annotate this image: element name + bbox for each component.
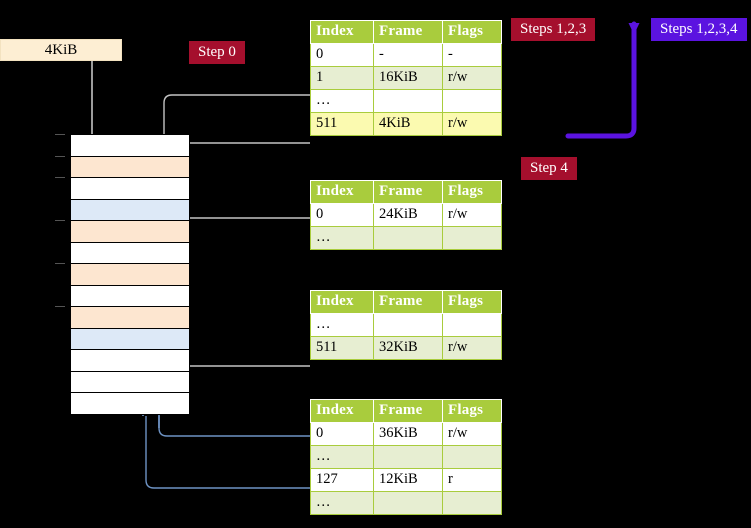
memory-row-2 bbox=[70, 177, 190, 200]
steps-1234-badge: Steps 1,2,3,4 bbox=[651, 18, 747, 41]
page-table-level-1-r2-c0: … bbox=[310, 89, 374, 113]
page-table-level-2-r0-c0: 0 bbox=[310, 203, 374, 227]
page-table-level-1-header-flags: Flags bbox=[442, 20, 502, 44]
page-table-level-1-r1-c0: 1 bbox=[310, 66, 374, 90]
page-table-level-1-r0-c2: - bbox=[442, 43, 502, 67]
page-table-level-1-r3-c1: 4KiB bbox=[373, 112, 443, 136]
page-table-level-2-r0-c2: r/w bbox=[442, 203, 502, 227]
page-table-level-3-header-flags: Flags bbox=[442, 290, 502, 314]
memory-row-4 bbox=[70, 220, 190, 243]
page-table-level-2-header-frame: Frame bbox=[373, 180, 443, 204]
page-table-level-3-header-frame: Frame bbox=[373, 290, 443, 314]
step-4-badge-label: Step 4 bbox=[530, 160, 568, 176]
page-table-level-4-r2-c1: 12KiB bbox=[373, 468, 443, 492]
table-row: … bbox=[310, 491, 502, 515]
page-table-level-4-header-flags: Flags bbox=[442, 399, 502, 423]
page-table-level-4-header-index: Index bbox=[310, 399, 374, 423]
memory-row-0 bbox=[70, 134, 190, 157]
page-table-level-4-r1-c0: … bbox=[310, 445, 374, 469]
page-table-level-1-header-frame: Frame bbox=[373, 20, 443, 44]
page-table-level-4-r0-c1: 36KiB bbox=[373, 422, 443, 446]
memory-tick-1 bbox=[55, 155, 65, 157]
page-table-level-3-r1-c1: 32KiB bbox=[373, 336, 443, 360]
page-table-level-3-r1-c2: r/w bbox=[442, 336, 502, 360]
memory-row-5 bbox=[70, 241, 190, 264]
memory-row-11 bbox=[70, 370, 190, 393]
page-table-level-4-r1-c1 bbox=[373, 445, 443, 469]
memory-row-3 bbox=[70, 198, 190, 221]
memory-row-8 bbox=[70, 306, 190, 329]
table-row: … bbox=[310, 445, 502, 469]
page-table-level-2-r1-c1 bbox=[373, 226, 443, 250]
steps-123-badge: Steps 1,2,3 bbox=[511, 18, 596, 41]
memory-size-label-text: 4KiB bbox=[44, 42, 78, 58]
memory-row-10 bbox=[70, 349, 190, 372]
memory-tick-4 bbox=[55, 220, 65, 221]
page-table-level-2-r1-c2 bbox=[442, 226, 502, 250]
memory-tick-0 bbox=[55, 134, 65, 135]
memory-row-6 bbox=[70, 263, 190, 286]
step-4-badge: Step 4 bbox=[521, 157, 577, 180]
step-0-badge-label: Step 0 bbox=[198, 44, 236, 60]
memory-column bbox=[55, 134, 190, 416]
memory-row-12 bbox=[70, 392, 190, 415]
page-table-level-3-r0-c0: … bbox=[310, 313, 374, 337]
memory-row-7 bbox=[70, 284, 190, 307]
page-table-level-4-r3-c0: … bbox=[310, 491, 374, 515]
page-table-level-4-r3-c1 bbox=[373, 491, 443, 515]
step-0-badge: Step 0 bbox=[189, 41, 245, 64]
page-table-level-3-r1-c0: 511 bbox=[310, 336, 374, 360]
page-table-level-1-r1-c2: r/w bbox=[442, 66, 502, 90]
page-table-level-4-r1-c2 bbox=[442, 445, 502, 469]
page-table-level-4-r3-c2 bbox=[442, 491, 502, 515]
page-table-level-4-r2-c2: r bbox=[442, 468, 502, 492]
page-table-level-2-header-flags: Flags bbox=[442, 180, 502, 204]
page-table-level-4-header-frame: Frame bbox=[373, 399, 443, 423]
page-table-level-1-r2-c2 bbox=[442, 89, 502, 113]
page-table-level-3-r0-c2 bbox=[442, 313, 502, 337]
table-row: … bbox=[310, 89, 502, 113]
page-table-level-1-header-index: Index bbox=[310, 20, 374, 44]
table-row: … bbox=[310, 226, 502, 250]
page-table-level-2-r1-c0: … bbox=[310, 226, 374, 250]
page-table-level-1-r0-c1: - bbox=[373, 43, 443, 67]
page-table-level-4-r0-c0: 0 bbox=[310, 422, 374, 446]
page-table-level-1-r0-c0: 0 bbox=[310, 43, 374, 67]
page-table-level-2-header-index: Index bbox=[310, 180, 374, 204]
page-table-level-4-r0-c2: r/w bbox=[442, 422, 502, 446]
page-table-level-1-r2-c1 bbox=[373, 89, 443, 113]
page-table-level-4-r2-c0: 127 bbox=[310, 468, 374, 492]
page-table-level-1-r1-c1: 16KiB bbox=[373, 66, 443, 90]
table-row: … bbox=[310, 313, 502, 337]
page-table-level-1-r3-c0: 511 bbox=[310, 112, 374, 136]
memory-size-label: 4KiB bbox=[0, 39, 122, 61]
page-table-level-1-r3-c2: r/w bbox=[442, 112, 502, 136]
memory-tick-8 bbox=[55, 306, 65, 307]
memory-tick-2 bbox=[55, 177, 65, 178]
memory-tick-6 bbox=[55, 263, 65, 264]
steps-123-badge-label: Steps 1,2,3 bbox=[520, 21, 587, 37]
steps-1234-badge-label: Steps 1,2,3,4 bbox=[660, 21, 738, 37]
page-table-level-3-r0-c1 bbox=[373, 313, 443, 337]
memory-row-1 bbox=[70, 155, 190, 178]
table-row: 0-- bbox=[310, 43, 502, 67]
page-table-level-2-r0-c1: 24KiB bbox=[373, 203, 443, 227]
memory-row-9 bbox=[70, 327, 190, 350]
page-table-level-3-header-index: Index bbox=[310, 290, 374, 314]
